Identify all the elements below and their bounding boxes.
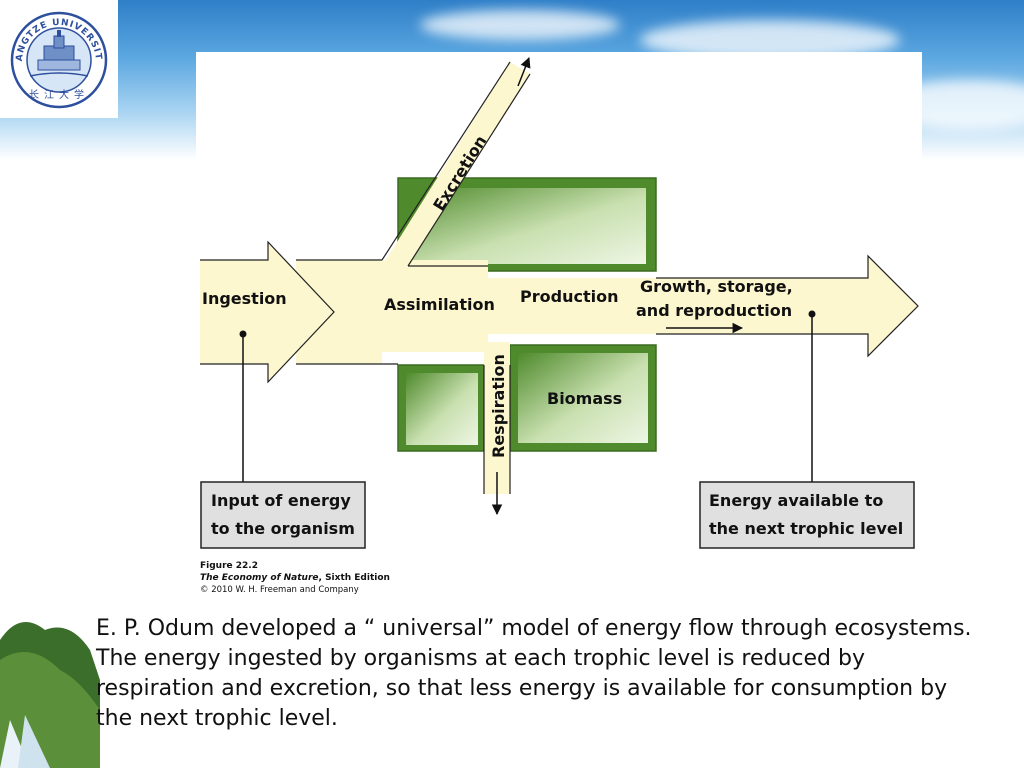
logo-chinese-text: 长江大学 [29,88,89,101]
output-energy-box: Energy available to the next trophic lev… [699,481,915,549]
energy-flow-arrow [200,62,918,494]
biomass-compartment [509,344,657,452]
production-label: Production [520,287,618,306]
figure-copyright: © 2010 W. H. Freeman and Company [200,585,359,595]
energy-flow-diagram: Ingestion Assimilation Production Growth… [200,57,919,595]
book-edition: , Sixth Edition [319,573,390,583]
biomass-label: Biomass [547,389,622,408]
input-energy-box: Input of energy to the organism [200,481,366,549]
output-box-line1: Energy available to [709,491,883,510]
input-box-line1: Input of energy [211,491,351,510]
book-title: The Economy of Nature [200,573,319,583]
input-box-line2: to the organism [211,519,355,538]
output-box-line2: the next trophic level [709,519,903,538]
landscape-decoration [0,600,100,768]
slide-caption: E. P. Odum developed a “ universal” mode… [96,616,972,731]
diagram-panel: Ingestion Assimilation Production Growth… [196,52,922,600]
respiration-compartment [397,364,485,452]
growth-label-line1: Growth, storage, [640,277,793,296]
growth-label-line2: and reproduction [636,301,792,320]
university-logo: YANGTZE UNIVERSITY 长江大学 [0,0,118,118]
figure-number: Figure 22.2 [200,561,258,571]
output-connector [808,310,816,482]
university-seal-icon: YANGTZE UNIVERSITY 长江大学 [0,0,108,109]
respiration-label: Respiration [489,354,508,458]
figure-credit: Figure 22.2 The Economy of Nature, Sixth… [200,561,390,595]
assimilation-label: Assimilation [384,295,495,314]
figure-source: The Economy of Nature, Sixth Edition [200,573,390,583]
ingestion-label: Ingestion [202,289,287,308]
flow-outline [200,61,919,494]
input-connector [239,330,247,482]
excretion-arrow-icon [517,57,531,87]
